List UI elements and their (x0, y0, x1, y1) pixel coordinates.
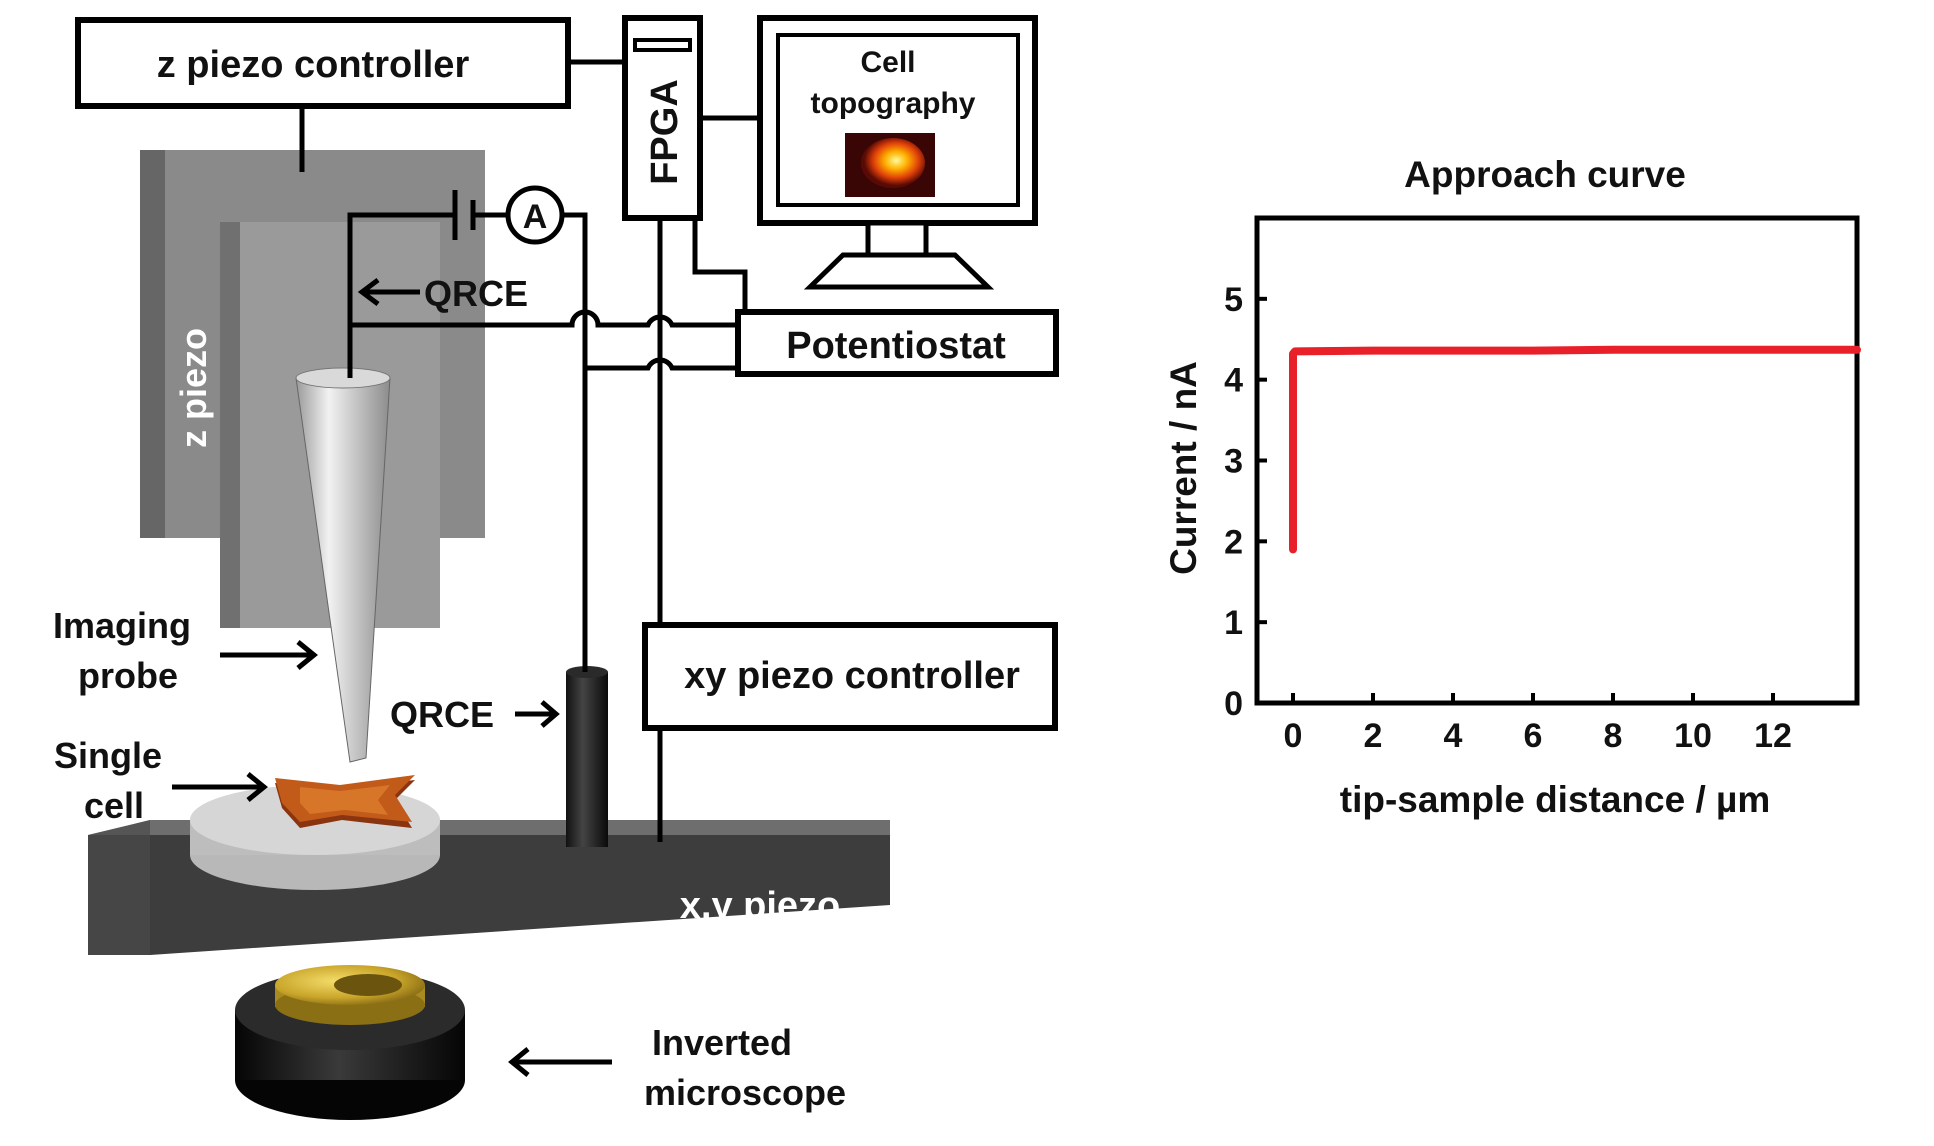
single-cell (275, 775, 415, 828)
wiring (299, 59, 760, 842)
y-tick-label: 4 (1224, 362, 1243, 400)
inverted-microscope (235, 965, 465, 1120)
imaging-probe-label-line2: probe (78, 655, 178, 696)
x-tick-label: 4 (1444, 717, 1463, 755)
y-tick-label: 2 (1224, 523, 1243, 561)
y-tick-label: 5 (1224, 281, 1243, 319)
approach-curve-trace (1289, 345, 1861, 554)
monitor-text-line2: topography (811, 87, 976, 120)
microscope-label-line2: microscope (644, 1072, 846, 1113)
x-tick-label: 2 (1364, 717, 1383, 755)
x-tick-label: 8 (1604, 717, 1623, 755)
y-tick-label: 1 (1224, 604, 1243, 642)
single-cell-label-line1: Single (54, 735, 162, 776)
single-cell-callout: Single cell (54, 735, 268, 826)
qrce-electrode (566, 666, 608, 847)
y-tick-label: 3 (1224, 443, 1243, 481)
imaging-probe-label-line1: Imaging (53, 605, 191, 646)
y-axis-ticks: 0 1 2 3 4 5 (1224, 281, 1267, 723)
potentiostat: Potentiostat (735, 309, 1059, 377)
xy-piezo-controller-label: xy piezo controller (684, 655, 1020, 697)
qrce-bottom-label: QRCE (390, 694, 494, 735)
qrce-top-callout: QRCE (357, 273, 528, 314)
x-tick-label: 6 (1524, 717, 1543, 755)
x-tick-label: 0 (1284, 717, 1303, 755)
fpga-label: FPGA (644, 79, 686, 185)
chart-plot-frame (1254, 215, 1860, 706)
chart-x-axis-label: tip-sample distance / µm (1340, 779, 1771, 820)
ammeter-label: A (523, 198, 548, 236)
chart-y-axis-label: Current / nA (1163, 361, 1204, 575)
imaging-probe-callout: Imaging probe (53, 605, 318, 696)
z-piezo-controller: z piezo controller (75, 17, 571, 109)
fpga-box: FPGA (622, 15, 703, 221)
x-axis-ticks: 0 2 4 6 8 10 12 (1284, 693, 1792, 755)
microscope-label-line1: Inverted (652, 1022, 792, 1063)
xy-piezo-controller: xy piezo controller (642, 622, 1058, 731)
microscope-callout: Inverted microscope (508, 1022, 846, 1113)
qrce-top-label: QRCE (424, 273, 528, 314)
computer-monitor: Cell topography (757, 15, 1038, 290)
single-cell-label-line2: cell (84, 785, 144, 826)
x-tick-label: 12 (1754, 717, 1792, 755)
monitor-text-line1: Cell (860, 46, 915, 79)
qrce-bottom-callout: QRCE (390, 694, 560, 735)
z-piezo-controller-label: z piezo controller (157, 44, 470, 86)
y-tick-label: 0 (1224, 685, 1243, 723)
chart-title: Approach curve (1404, 154, 1686, 195)
xy-piezo-label: x,y piezo (680, 885, 841, 927)
potentiostat-label: Potentiostat (786, 325, 1006, 367)
ammeter: A (505, 185, 565, 245)
imaging-probe-top (295, 367, 391, 389)
z-piezo-label: z piezo (173, 328, 214, 448)
x-tick-label: 10 (1674, 717, 1712, 755)
